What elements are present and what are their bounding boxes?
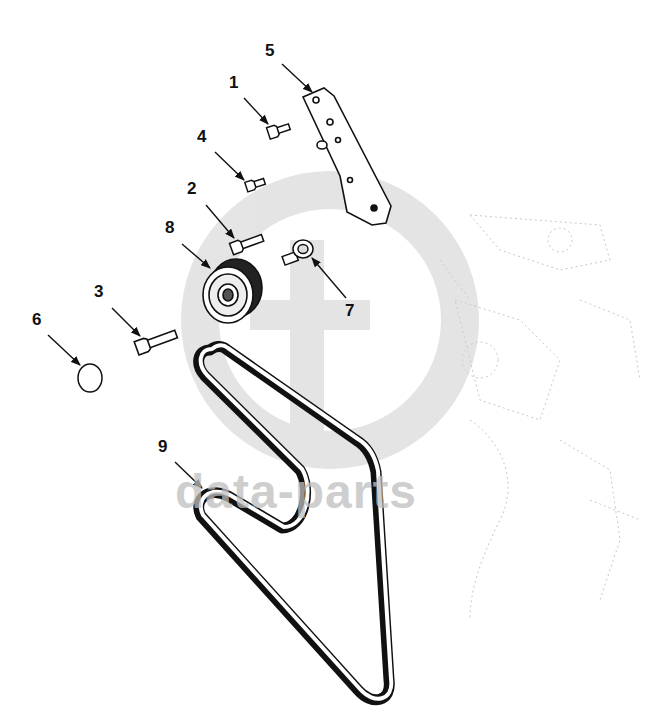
watermark: data-parts [175, 468, 417, 516]
bracket [303, 88, 391, 225]
callout-number: 8 [165, 219, 174, 236]
callout-number: 2 [187, 180, 196, 197]
callout-number: 4 [197, 128, 206, 145]
callout-number: 7 [345, 302, 354, 319]
callout-number: 1 [229, 74, 238, 91]
bolt [267, 121, 292, 139]
cap-ring [78, 364, 102, 392]
bolt [229, 232, 264, 255]
bolt [245, 177, 266, 192]
stud [282, 240, 313, 265]
callout-number: 3 [94, 283, 103, 300]
leader-lines [48, 64, 346, 488]
callout-number: 5 [265, 42, 274, 59]
callout-number: 9 [158, 438, 167, 455]
bolt [134, 327, 178, 355]
drive-belt [199, 345, 392, 699]
idler-pulley [203, 259, 262, 323]
callout-number: 6 [32, 311, 41, 328]
